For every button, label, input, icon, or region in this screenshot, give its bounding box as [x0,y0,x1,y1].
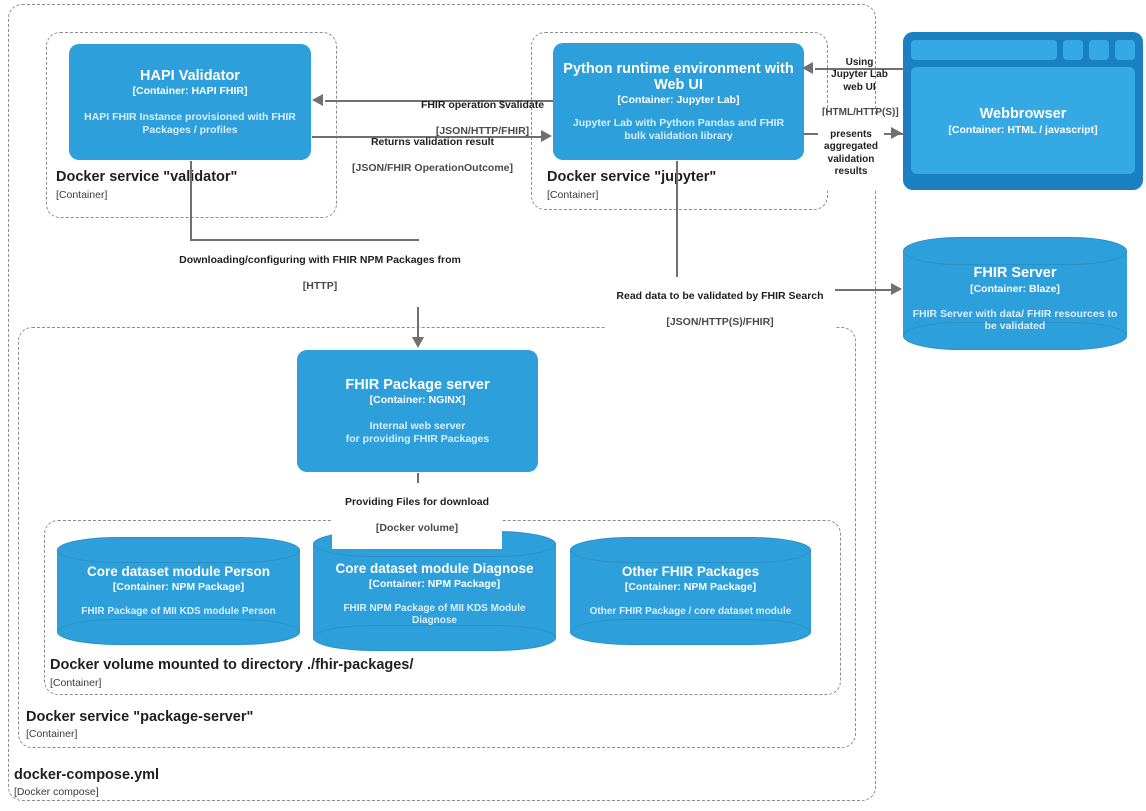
node-fhir-package-server-title: FHIR Package server [345,376,490,393]
node-fhir-server-title: FHIR Server [973,265,1057,281]
edge-label-validate-request: FHIR operation $validate [JSON/HTTP/FHIR… [365,86,600,152]
edge-label-validate-result: Returns validation result [JSON/FHIR Ope… [350,123,515,189]
edge-label-validate-result-text: Returns validation result [370,136,495,149]
node-python-runtime-title: Python runtime environment with Web UI [563,60,794,93]
connector-downloading-packages-stub [190,161,192,239]
boundary-docker-volume-sub: [Container] [50,677,102,689]
edge-label-presents-results-text: presents aggregated validation results [824,128,878,178]
node-module-diagnose[interactable]: Core dataset module Diagnose [Container:… [313,531,556,651]
boundary-service-jupyter-sub: [Container] [547,189,599,201]
fhir-server-cylinder-top [903,237,1127,265]
node-module-person-desc: FHIR Package of MII KDS module Person [81,605,276,617]
node-other-packages-tech: [Container: NPM Package] [624,580,757,593]
module-diagnose-cylinder-bottom [313,625,556,651]
connector-using-jupyter-ui [815,68,905,70]
node-module-person-tech: [Container: NPM Package] [112,580,245,593]
other-packages-cylinder-bottom [570,619,811,645]
node-other-packages[interactable]: Other FHIR Packages [Container: NPM Pack… [570,537,811,645]
boundary-service-validator-label: Docker service "validator" [56,169,238,185]
node-module-diagnose-title: Core dataset module Diagnose [335,561,534,576]
connector-validate-result [312,136,541,138]
edge-label-read-data: Read data to be validated by FHIR Search… [605,277,835,343]
boundary-service-package-server-sub: [Container] [26,728,78,740]
node-other-packages-text: Other FHIR Packages [Container: NPM Pack… [570,564,811,618]
node-fhir-server-tech: [Container: Blaze] [970,282,1060,295]
node-hapi-validator-title: HAPI Validator [140,67,240,84]
other-packages-cylinder-top [570,537,811,563]
node-other-packages-desc: Other FHIR Package / core dataset module [589,605,792,617]
boundary-docker-volume-label: Docker volume mounted to directory ./fhi… [50,657,414,673]
node-other-packages-title: Other FHIR Packages [621,564,760,579]
node-hapi-validator[interactable]: HAPI Validator [Container: HAPI FHIR] HA… [69,44,311,160]
edge-label-providing-files-proto: [Docker volume] [375,522,459,535]
boundary-docker-compose [8,4,876,801]
browser-address-bar[interactable] [911,40,1057,60]
node-fhir-server-desc: FHIR Server with data/ FHIR resources to… [912,307,1118,333]
node-webbrowser-title: Webbrowser [979,105,1067,122]
connector-validate-result-arrowhead [541,130,552,142]
boundary-docker-compose-label: docker-compose.yml [14,767,160,783]
edge-label-providing-files: Providing Files for download [Docker vol… [332,483,502,549]
edge-label-downloading-packages-text: Downloading/configuring with FHIR NPM Pa… [179,254,461,267]
edge-label-read-data-text: Read data to be validated by FHIR Search [616,290,824,303]
node-webbrowser-tech: [Container: HTML / javascript] [948,123,1098,136]
node-fhir-server-text: FHIR Server [Container: Blaze] FHIR Serv… [903,265,1127,333]
connector-using-jupyter-ui-arrowhead [802,62,813,74]
browser-close-button[interactable] [1115,40,1135,60]
module-person-cylinder-bottom [57,619,300,645]
connector-presents-results-arrowhead [891,127,902,139]
browser-maximize-button[interactable] [1089,40,1109,60]
connector-validate-request [325,100,553,102]
edge-label-providing-files-text: Providing Files for download [344,496,490,509]
edge-label-downloading-packages: Downloading/configuring with FHIR NPM Pa… [150,241,490,307]
node-module-person-title: Core dataset module Person [86,564,271,579]
node-webbrowser[interactable]: Webbrowser [Container: HTML / javascript… [903,32,1143,190]
node-python-runtime-desc: Jupyter Lab with Python Pandas and FHIR … [572,117,785,142]
boundary-service-jupyter-label: Docker service "jupyter" [547,169,717,185]
node-module-diagnose-text: Core dataset module Diagnose [Container:… [313,561,556,627]
node-module-diagnose-tech: [Container: NPM Package] [368,577,501,590]
edge-label-validate-result-proto: [JSON/FHIR OperationOutcome] [351,162,513,175]
browser-viewport: Webbrowser [Container: HTML / javascript… [911,67,1135,174]
connector-downloading-packages-horizontal [190,239,418,241]
boundary-service-package-server-label: Docker service "package-server" [26,709,254,725]
edge-label-downloading-packages-proto: [HTTP] [302,280,338,293]
edge-label-validate-request-proto: [JSON/HTTP/FHIR] [435,125,530,138]
edge-label-presents-results: presents aggregated validation results [818,116,884,191]
boundary-docker-compose-sub: [Docker compose] [14,786,99,798]
connector-downloading-packages-arrowhead [412,337,424,348]
edge-label-using-jupyter-ui: Using Jupyter Lab web UI [HTML/HTTP(S)] [822,44,899,132]
node-module-person-text: Core dataset module Person [Container: N… [57,564,300,618]
edge-label-using-jupyter-ui-text: Using Jupyter Lab web UI [831,56,888,93]
connector-validate-request-arrowhead [312,94,323,106]
node-module-person[interactable]: Core dataset module Person [Container: N… [57,537,300,645]
connector-read-data-arrowhead [891,283,902,295]
browser-chrome-bar [911,40,1135,60]
node-hapi-validator-desc: HAPI FHIR Instance provisioned with FHIR… [84,111,296,136]
module-person-cylinder-top [57,537,300,563]
fhir-server-cylinder-bottom [903,322,1127,350]
browser-minimize-button[interactable] [1063,40,1083,60]
node-module-diagnose-desc: FHIR NPM Package of MII KDS Module Diagn… [343,602,526,626]
boundary-service-validator-sub: [Container] [56,189,108,201]
connector-read-data-stub [676,161,678,290]
node-hapi-validator-tech: [Container: HAPI FHIR] [132,84,248,97]
module-diagnose-cylinder-body [313,544,556,638]
edge-label-validate-request-text: FHIR operation $validate [420,99,545,112]
edge-label-using-jupyter-ui-proto: [HTML/HTTP(S)] [822,106,899,118]
node-python-runtime[interactable]: Python runtime environment with Web UI [… [553,43,804,160]
edge-label-read-data-proto: [JSON/HTTP(S)/FHIR] [666,316,774,329]
node-fhir-package-server-tech: [Container: NGINX] [369,393,466,406]
node-fhir-package-server-desc: Internal web server for providing FHIR P… [345,420,490,445]
node-fhir-package-server[interactable]: FHIR Package server [Container: NGINX] I… [297,350,538,472]
node-python-runtime-tech: [Container: Jupyter Lab] [617,94,740,107]
boundary-service-package-server [18,327,856,748]
node-fhir-server[interactable]: FHIR Server [Container: Blaze] FHIR Serv… [903,237,1127,350]
